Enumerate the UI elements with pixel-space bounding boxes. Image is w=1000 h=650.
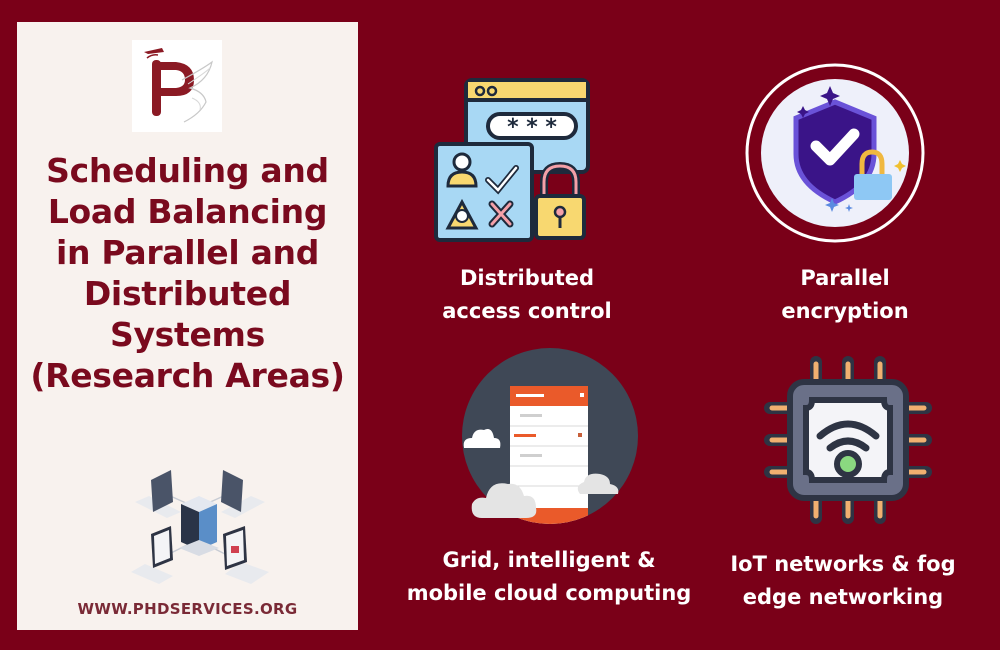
label-line: edge networking: [742, 585, 944, 609]
item-label-iot-networks: IoT networks & fog edge networking: [718, 548, 968, 614]
svg-text:* * *: * * *: [507, 115, 557, 140]
logo: [132, 40, 222, 132]
item-label-access-control: Distributed access control: [402, 262, 652, 328]
label-line: Grid, intelligent &: [442, 548, 656, 572]
encryption-item-icon: [744, 62, 926, 244]
title-line: (Research Areas): [30, 356, 345, 395]
server-network-icon: [131, 470, 269, 584]
page-title: Scheduling and Load Balancing in Paralle…: [17, 150, 358, 396]
iot-chip-icon: [764, 356, 932, 524]
label-line: mobile cloud computing: [406, 581, 692, 605]
cloud-item-icon: [460, 348, 640, 528]
access-control-icon: * * *: [434, 78, 590, 242]
left-panel: Scheduling and Load Balancing in Paralle…: [17, 22, 358, 630]
title-line: in Parallel and: [55, 233, 320, 272]
label-line: Parallel: [800, 266, 890, 290]
item-label-parallel-encryption: Parallel encryption: [720, 262, 970, 328]
label-line: encryption: [781, 299, 909, 323]
title-line: Distributed: [83, 274, 292, 313]
cloud-app-icon: [462, 348, 638, 524]
network-illustration: [117, 450, 277, 590]
item-label-cloud-computing: Grid, intelligent & mobile cloud computi…: [396, 544, 702, 610]
label-line: access control: [442, 299, 612, 323]
shield-lock-icon: [745, 63, 925, 243]
iot-item-icon: [762, 354, 934, 526]
access-control-item-icon: * * *: [432, 78, 592, 243]
website-url: WWW.PHDSERVICES.ORG: [77, 600, 298, 618]
label-line: Distributed: [459, 266, 595, 290]
title-line: Load Balancing: [47, 192, 328, 231]
title-line: Scheduling and: [46, 151, 329, 190]
label-line: IoT networks & fog: [730, 552, 956, 576]
title-line: Systems: [109, 315, 265, 354]
phd-logo-icon: [144, 48, 213, 123]
